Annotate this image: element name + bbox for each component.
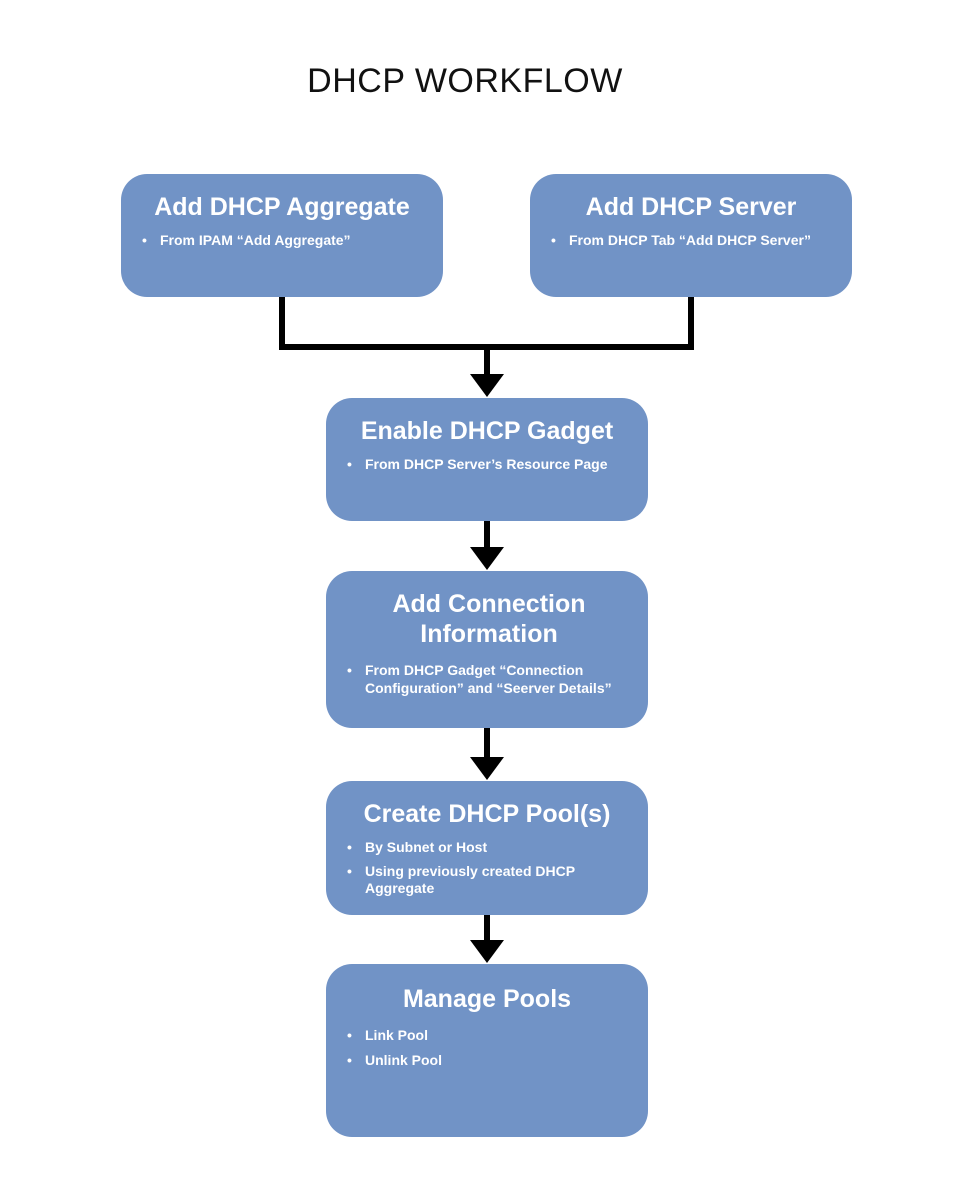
step-add-connection-information: Add Connection Information From DHCP Gad… (326, 571, 648, 728)
step-title: Create DHCP Pool(s) (363, 800, 611, 828)
bullet-item: From DHCP Gadget “Connection Configurati… (346, 661, 636, 697)
step-add-dhcp-server: Add DHCP Server From DHCP Tab “Add DHCP … (530, 174, 852, 297)
step-create-dhcp-pools: Create DHCP Pool(s) By Subnet or Host Us… (326, 781, 648, 915)
bullet-item: Link Pool (346, 1026, 648, 1044)
bullet-item: From DHCP Server’s Resource Page (346, 455, 648, 473)
step-bullets: From DHCP Server’s Resource Page (326, 455, 648, 473)
bullet-item: From DHCP Tab “Add DHCP Server” (550, 231, 852, 249)
step-title: Add Connection Information (392, 590, 586, 648)
step-title: Enable DHCP Gadget (360, 417, 614, 445)
step-bullets: By Subnet or Host Using previously creat… (326, 839, 648, 897)
step-manage-pools: Manage Pools Link Pool Unlink Pool (326, 964, 648, 1137)
arrow-head-2 (470, 547, 504, 570)
step-title: Add DHCP Server (585, 193, 797, 221)
step-enable-dhcp-gadget: Enable DHCP Gadget From DHCP Server’s Re… (326, 398, 648, 521)
bullet-item: From IPAM “Add Aggregate” (141, 231, 443, 249)
page-title: DHCP WORKFLOW (307, 62, 623, 100)
step-title: Manage Pools (402, 985, 572, 1013)
arrow-head-4 (470, 940, 504, 963)
merge-connector (279, 297, 694, 350)
step-add-dhcp-aggregate: Add DHCP Aggregate From IPAM “Add Aggreg… (121, 174, 443, 297)
step-bullets: From DHCP Tab “Add DHCP Server” (530, 231, 852, 249)
arrow-head-1 (470, 374, 504, 397)
step-bullets: From DHCP Gadget “Connection Configurati… (326, 661, 648, 697)
bullet-item: Unlink Pool (346, 1051, 648, 1069)
step-title: Add DHCP Aggregate (154, 193, 410, 221)
step-bullets: From IPAM “Add Aggregate” (121, 231, 443, 249)
bullet-item: By Subnet or Host (346, 839, 632, 856)
step-bullets: Link Pool Unlink Pool (326, 1026, 648, 1069)
bullet-item: Using previously created DHCP Aggregate (346, 863, 632, 897)
arrow-head-3 (470, 757, 504, 780)
